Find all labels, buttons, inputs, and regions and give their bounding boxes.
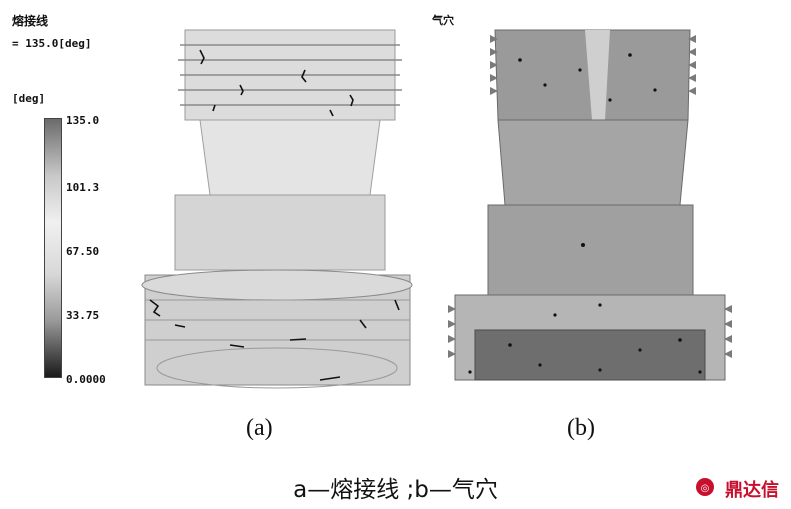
part-b-air-traps [448,29,732,381]
legend-tick-3: 67.50 [66,245,100,258]
legend-tick-max: 135.0 [66,114,100,127]
legend-colorbar [44,118,62,378]
svg-text:◎: ◎ [701,483,710,494]
legend-unit: [deg] [12,92,46,105]
legend-tick-min: 0.0000 [66,373,106,386]
legend-tick-2: 101.3 [66,181,100,194]
brand-name: 鼎达信 [725,480,779,501]
panel-a-label: (a) [246,415,273,441]
brand-logo-icon: ◎ [696,478,714,496]
legend-title: 熔接线 [12,14,49,28]
part-a-weld-lines [141,29,413,389]
panel-b-title: 气穴 [432,14,454,27]
legend-current-value: = 135.0[deg] [12,37,92,50]
figure-caption: a—熔接线 ;b—气穴 [293,477,498,503]
legend-tick-4: 33.75 [66,309,100,322]
panel-b-label: (b) [567,415,595,441]
